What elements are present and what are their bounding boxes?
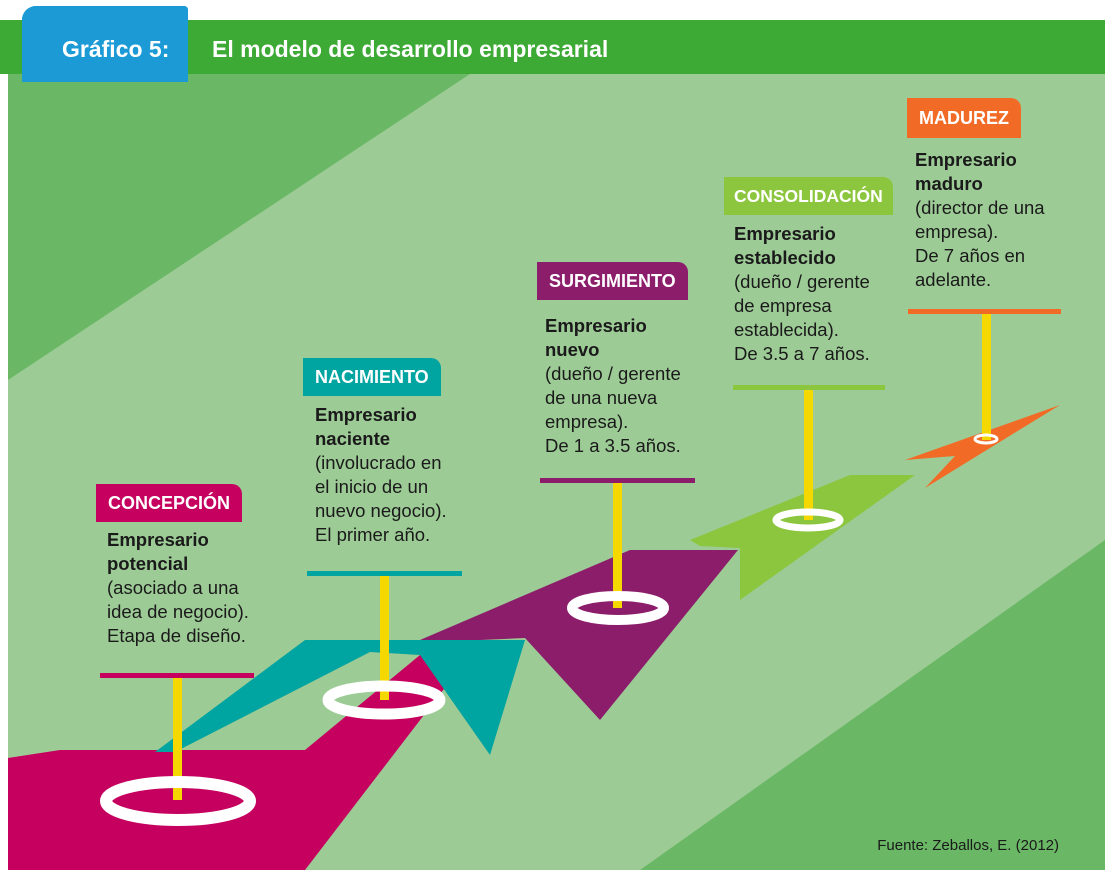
- pole-surgimiento: [613, 483, 622, 608]
- stage-title-line2: establecido: [734, 247, 836, 268]
- stage-title-line1: Empresario: [915, 149, 1017, 170]
- stage-label-consolidacion: CONSOLIDACIÓN: [724, 177, 893, 215]
- stage-title-line2: naciente: [315, 428, 391, 449]
- chart-label-tab-front: [22, 6, 188, 82]
- stage-description: (involucrado en el inicio de un nuevo ne…: [315, 452, 447, 545]
- underline-nacimiento: [307, 571, 462, 576]
- arrow-nacimiento: [155, 640, 525, 755]
- stage-text-consolidacion: Empresario establecido (dueño / gerente …: [734, 222, 870, 366]
- underline-concepcion: [100, 673, 254, 678]
- stage-title-line1: Empresario: [107, 529, 209, 550]
- arrow-madurez: [905, 405, 1060, 488]
- arrow-surgimiento: [420, 550, 738, 720]
- source-citation: Fuente: Zeballos, E. (2012): [877, 837, 1059, 854]
- stage-description: (dueño / gerente de una nueva empresa). …: [545, 363, 681, 456]
- pole-concepcion: [173, 678, 182, 800]
- stage-text-concepcion: Empresario potencial (asociado a una ide…: [107, 528, 249, 648]
- stage-description: (asociado a una idea de negocio). Etapa …: [107, 577, 249, 646]
- pole-consolidacion: [804, 390, 813, 520]
- stage-title-line2: potencial: [107, 553, 189, 574]
- chart-title: El modelo de desarrollo empresarial: [212, 36, 609, 62]
- stage-text-surgimiento: Empresario nuevo (dueño / gerente de una…: [545, 314, 681, 458]
- underline-consolidacion: [733, 385, 885, 390]
- stage-text-madurez: Empresario maduro (director de una empre…: [915, 148, 1045, 292]
- arrow-consolidacion: [690, 475, 915, 600]
- stage-description: (dueño / gerente de empresa establecida)…: [734, 271, 870, 364]
- stage-text-nacimiento: Empresario naciente (involucrado en el i…: [315, 403, 447, 547]
- stage-title-line2: nuevo: [545, 339, 600, 360]
- stage-label-madurez: MADUREZ: [907, 98, 1021, 138]
- stage-label-nacimiento: NACIMIENTO: [303, 358, 441, 396]
- stage-description: (director de una empresa). De 7 años en …: [915, 197, 1045, 290]
- stage-title-line1: Empresario: [734, 223, 836, 244]
- ring-consolidacion: [772, 508, 844, 532]
- ring-concepcion: [100, 776, 256, 826]
- stage-label-concepcion: CONCEPCIÓN: [96, 484, 243, 522]
- ring-nacimiento: [322, 680, 446, 720]
- bg-dark-region-bottomright: [640, 540, 1105, 870]
- stage-label-surgimiento: SURGIMIENTO: [537, 262, 688, 300]
- pole-nacimiento: [380, 576, 389, 700]
- stage-title-line2: maduro: [915, 173, 983, 194]
- underline-madurez: [908, 309, 1061, 314]
- stage-title-line1: Empresario: [315, 404, 417, 425]
- chart-number-label: Gráfico 5:: [62, 36, 170, 62]
- stage-title-line1: Empresario: [545, 315, 647, 336]
- ring-madurez: [973, 433, 999, 445]
- underline-surgimiento: [540, 478, 695, 483]
- pole-madurez: [982, 314, 991, 440]
- bg-dark-region-topleft: [8, 74, 470, 380]
- ring-surgimiento: [567, 591, 669, 625]
